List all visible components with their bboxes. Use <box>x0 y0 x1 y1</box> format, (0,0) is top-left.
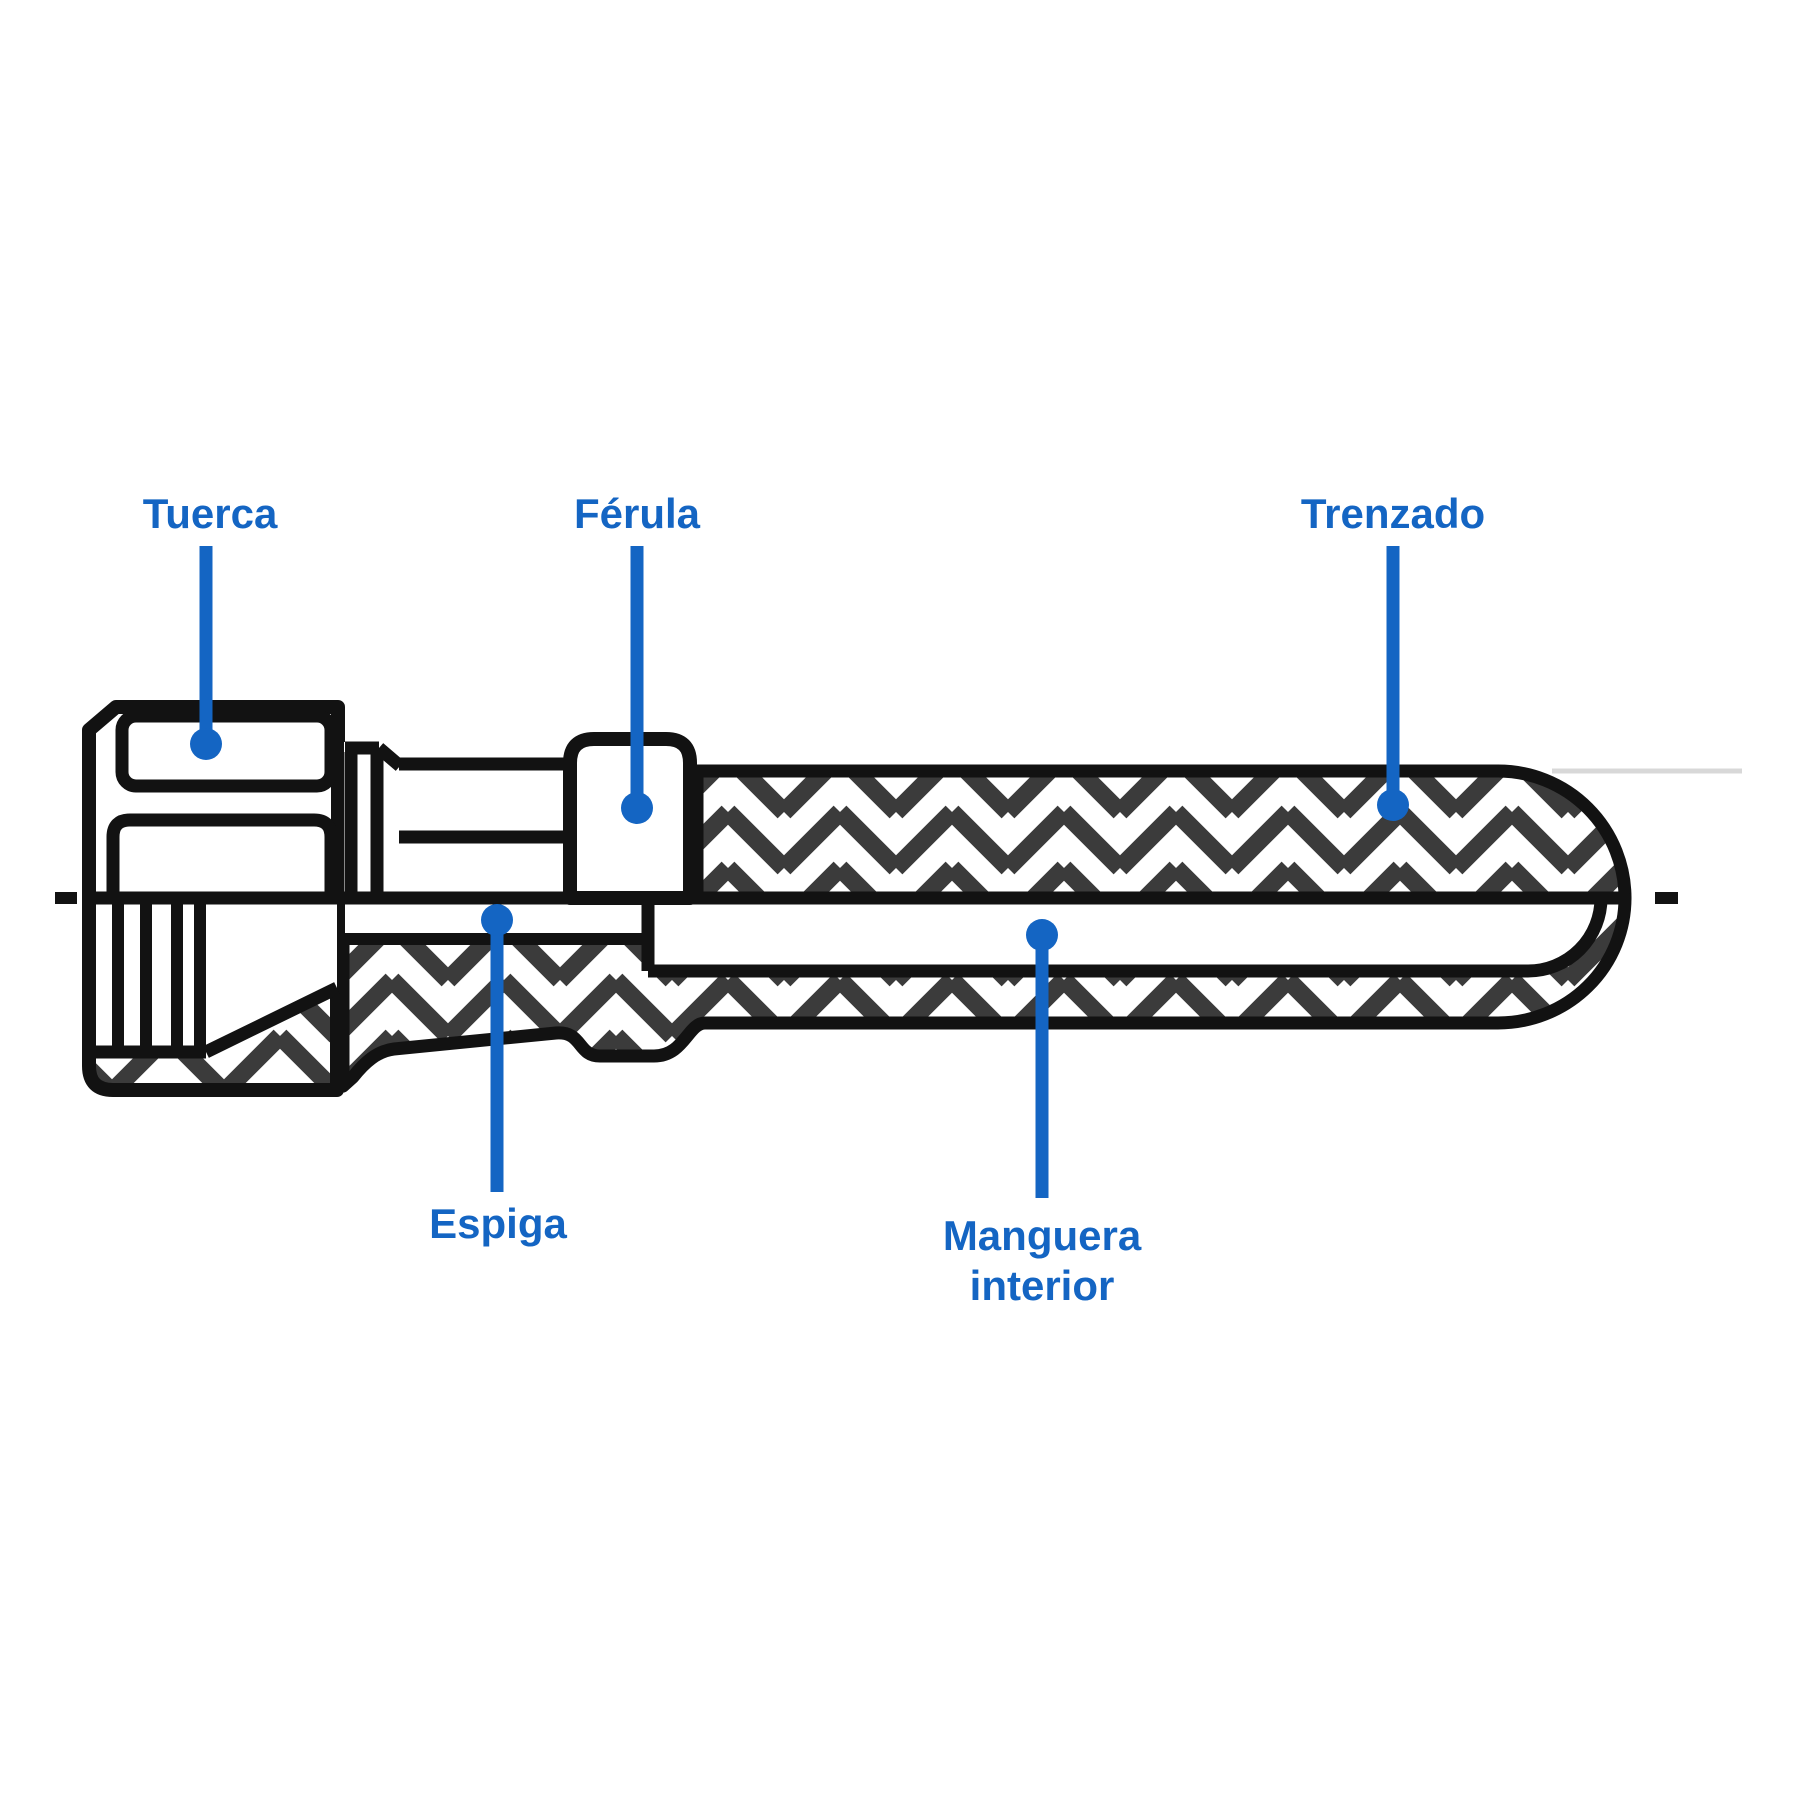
braid-upper-band <box>690 764 1632 905</box>
ferula-dot <box>621 792 653 824</box>
nut-face-panel-mid <box>106 813 338 898</box>
espiga-dot <box>481 904 513 936</box>
espiga-label: Espiga <box>429 1200 567 1247</box>
inner-hose-wall <box>648 892 1600 970</box>
nut-lower-outline <box>82 898 344 1097</box>
tuerca-dot <box>190 728 222 760</box>
ferula-label: Férula <box>574 490 701 537</box>
manguera-dot <box>1026 919 1058 951</box>
manguera-label-line2: interior <box>970 1262 1115 1309</box>
trenzado-dot <box>1377 789 1409 821</box>
trenzado-label: Trenzado <box>1301 490 1485 537</box>
nut-thread-lines <box>112 898 206 1052</box>
collar-stem-edges <box>344 741 572 898</box>
tuerca-label: Tuerca <box>143 490 278 537</box>
inner-hose-bottom-edge <box>648 897 1608 978</box>
collar-stem-white <box>344 742 572 898</box>
manguera-label-line1: Manguera <box>943 1212 1142 1259</box>
nut-face-panel-top <box>115 709 338 793</box>
